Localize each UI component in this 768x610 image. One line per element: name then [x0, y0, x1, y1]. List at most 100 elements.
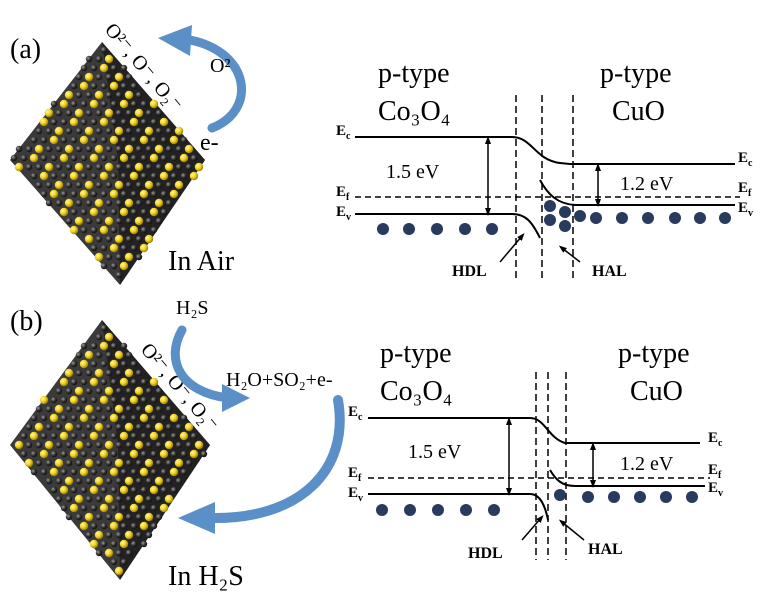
oxygen-atom: [30, 468, 38, 476]
reactant-arrow: [170, 325, 233, 403]
metal-atom: [119, 207, 129, 217]
oxygen-atom: [60, 450, 68, 458]
oxygen-atom: [150, 118, 158, 126]
oxygen-atom: [115, 163, 123, 171]
metal-atom: [139, 413, 149, 423]
oxygen-atom: [65, 109, 73, 117]
oxygen-atom: [75, 513, 83, 521]
oxygen-atom: [100, 468, 108, 476]
oxygen-atom: [140, 504, 148, 512]
oxygen-atom: [175, 477, 183, 485]
oxygen-atom: [90, 172, 98, 180]
oxygen-atom: [135, 477, 143, 485]
metal-atom: [184, 144, 194, 154]
oxygen-atom: [105, 369, 113, 377]
oxygen-atom: [95, 55, 103, 63]
oxygen-atom: [95, 235, 103, 243]
oxygen-atom: [125, 459, 133, 467]
oxygen-atom: [100, 522, 108, 530]
hole: [431, 223, 443, 235]
oxygen-atom: [155, 217, 163, 225]
hdl-label-a: HDL: [452, 263, 487, 280]
metal-atom: [24, 458, 34, 468]
metal-atom: [74, 440, 84, 450]
ef-label-right-b: Ef: [708, 462, 722, 481]
metal-atom: [84, 180, 94, 190]
metal-atom: [69, 449, 79, 459]
ec-label-right-b: Ec: [708, 430, 723, 449]
left-formula-a: Co₃O₄: [378, 96, 450, 127]
oxygen-atom: [80, 208, 88, 216]
oxygen-atom: [185, 163, 193, 171]
oxygen-atom: [30, 136, 38, 144]
metal-atom: [89, 207, 99, 217]
right-formula-a: CuO: [612, 96, 665, 127]
oxygen-atom: [115, 271, 123, 279]
oxygen-atom: [45, 405, 53, 413]
oxygen-atom: [95, 459, 103, 467]
metal-atom: [59, 431, 69, 441]
oxygen-atom: [115, 145, 123, 153]
oxygen-atom: [165, 181, 173, 189]
metal-atom: [159, 117, 169, 127]
oxygen-atom: [150, 522, 158, 530]
oxygen-atom: [120, 414, 128, 422]
oxygen-atom: [30, 172, 38, 180]
oxygen-atom: [80, 118, 88, 126]
metal-atom: [154, 422, 164, 432]
oxygen-atom: [80, 64, 88, 72]
oxygen-atom: [75, 145, 83, 153]
metal-atom: [99, 225, 109, 235]
oxygen-atom: [75, 351, 83, 359]
conduction-band-b: [368, 417, 700, 444]
oxygen-atom: [150, 226, 158, 234]
oxygen-atom: [95, 333, 103, 341]
oxygen-atom: [130, 522, 138, 530]
oxygen-atom: [155, 109, 163, 117]
metal-atom: [114, 126, 124, 136]
hole: [554, 489, 566, 501]
metal-atom: [104, 162, 114, 172]
hole: [590, 212, 602, 224]
oxygen-atom: [100, 414, 108, 422]
panel-b: (b) O²⁻, O⁻, O₂⁻ H₂S H₂O+SO₂+e- In H₂S p…: [10, 297, 723, 592]
metal-atom: [104, 54, 114, 64]
metal-atom: [69, 395, 79, 405]
valence-band-right-b: [549, 469, 705, 487]
metal-atom: [64, 422, 74, 432]
oxygen-atom: [70, 82, 78, 90]
oxygen-atom: [175, 423, 183, 431]
oxygen-atom: [115, 199, 123, 207]
metal-atom: [164, 162, 174, 172]
oxygen-atom: [180, 450, 188, 458]
oxygen-atom: [10, 154, 18, 162]
metal-atom: [154, 198, 164, 208]
metal-atom: [79, 467, 89, 477]
hole: [559, 206, 571, 218]
oxygen-atom: [25, 163, 33, 171]
oxygen-atom: [70, 360, 78, 368]
metal-atom: [144, 126, 154, 136]
oxygen-atom: [105, 73, 113, 81]
oxygen-atom: [95, 387, 103, 395]
oxygen-atom: [145, 145, 153, 153]
oxygen-atom: [95, 513, 103, 521]
oxygen-atom: [170, 432, 178, 440]
metal-atom: [34, 422, 44, 432]
oxygen-atom: [140, 378, 148, 386]
oxygen-atom: [65, 181, 73, 189]
metal-atom: [149, 99, 159, 109]
oxygen-atom: [120, 118, 128, 126]
metal-atom: [39, 171, 49, 181]
oxygen-atom: [95, 441, 103, 449]
oxygen-atom: [140, 540, 148, 548]
oxygen-atom: [140, 172, 148, 180]
hole: [669, 212, 681, 224]
oxygen-atom: [90, 450, 98, 458]
metal-atom: [114, 404, 124, 414]
oxygen-atom: [130, 154, 138, 162]
metal-atom: [84, 72, 94, 82]
oxygen-atom: [115, 549, 123, 557]
oxygen-atom: [150, 136, 158, 144]
metal-atom: [44, 440, 54, 450]
